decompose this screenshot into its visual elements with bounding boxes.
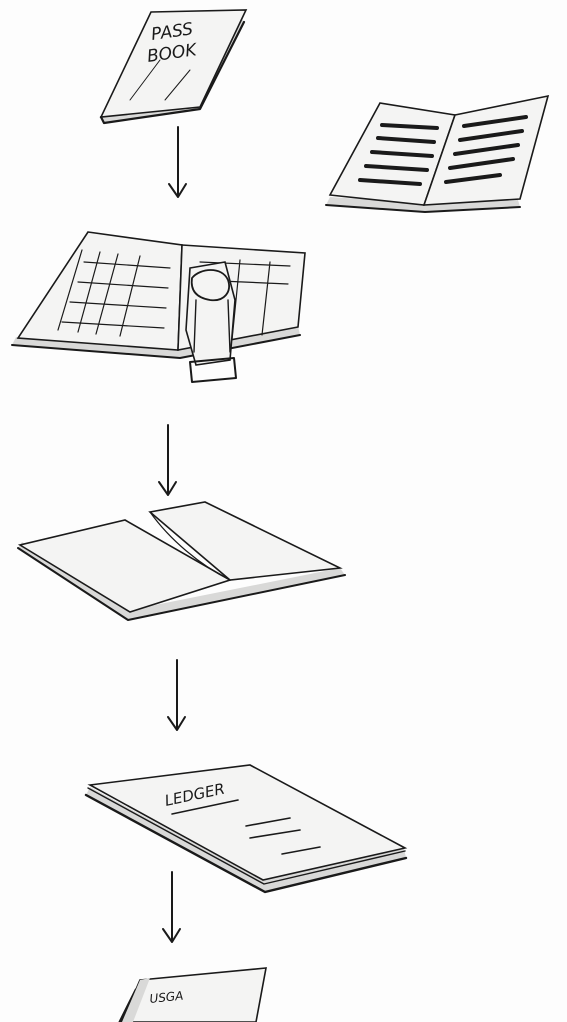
down-arrow-icon	[168, 660, 185, 730]
passbook-illustration: PASS BOOK	[101, 10, 246, 123]
open-book-with-hand-illustration	[12, 232, 305, 382]
down-arrow-icon	[163, 872, 180, 942]
blank-open-book-illustration	[18, 502, 345, 620]
down-arrow-icon	[159, 425, 176, 495]
bottom-book-illustration: USGA	[120, 968, 266, 1022]
down-arrow-icon	[169, 127, 186, 197]
ledger-book-illustration: LEDGER	[86, 765, 406, 892]
open-book-with-entries-illustration	[326, 96, 548, 212]
